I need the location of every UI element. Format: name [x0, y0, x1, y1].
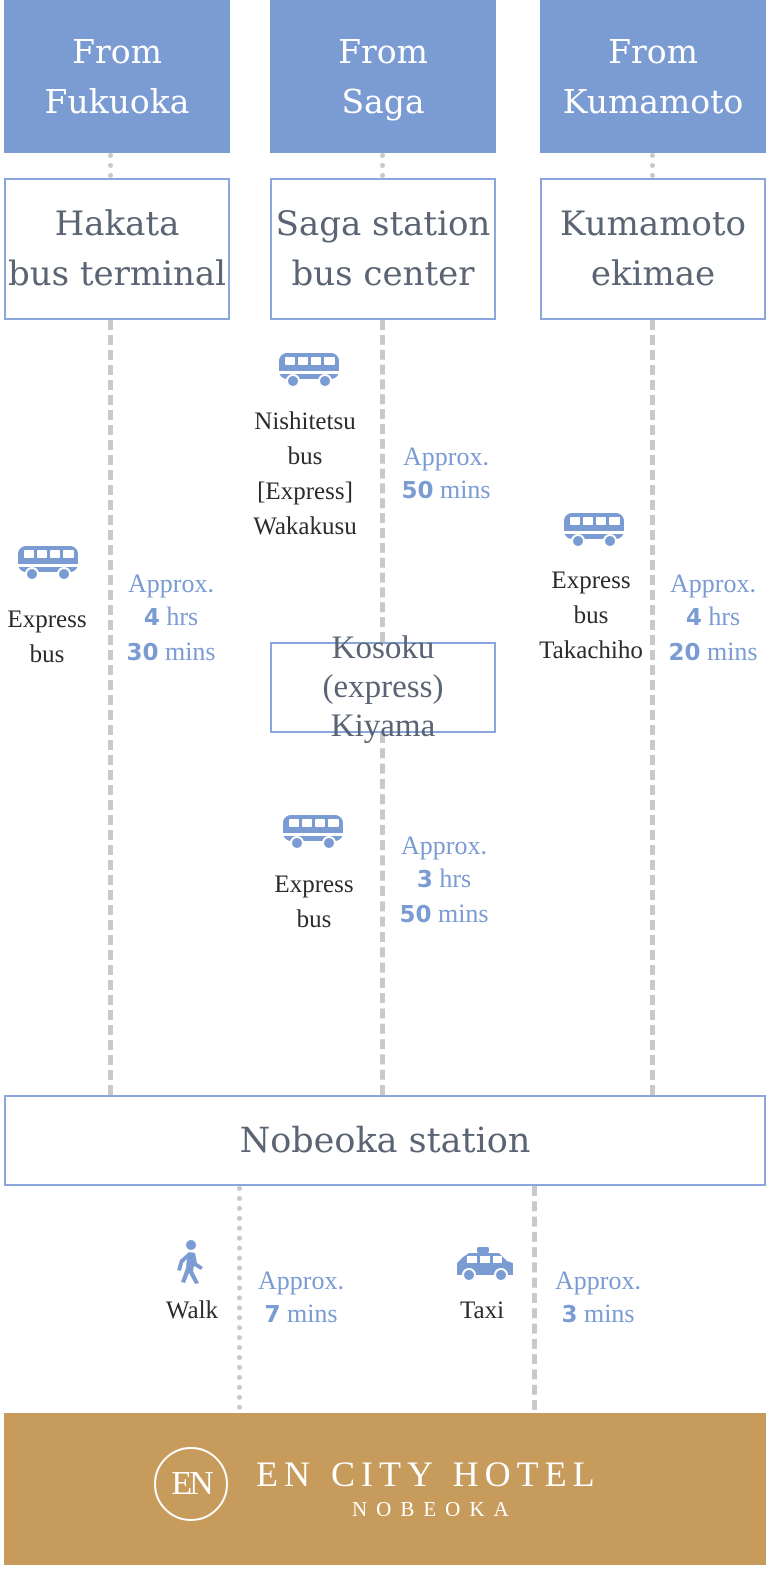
- connector-line: [108, 153, 113, 178]
- mode-label-walk: Walk: [150, 1293, 234, 1328]
- mode-line: [Express]: [257, 478, 353, 505]
- time-number: 50: [401, 478, 434, 504]
- connector-line: [650, 153, 655, 178]
- hotel-brand-name: EN CITY HOTEL: [256, 1454, 601, 1494]
- hotel-logo-mark: EN: [154, 1447, 228, 1521]
- time-unit: mins: [706, 637, 758, 666]
- station-line2: ekimae: [590, 254, 716, 294]
- time-number: 7: [264, 1302, 281, 1328]
- travel-time-saga-leg1: Approx. 50 mins: [393, 440, 499, 508]
- time-unit: mins: [439, 475, 491, 504]
- bus-icon: [280, 812, 346, 852]
- logo-mark-text: EN: [171, 1465, 213, 1502]
- station-line2: bus center: [291, 254, 475, 294]
- station-hakata-bus-terminal: Hakata bus terminal: [4, 178, 230, 320]
- header-line1: From: [72, 31, 162, 71]
- time-number: 3: [561, 1302, 578, 1328]
- station-kumamoto-ekimae: Kumamoto ekimae: [540, 178, 766, 320]
- mode-line: bus: [296, 906, 332, 933]
- footer-banner: EN EN CITY HOTEL NOBEOKA: [4, 1413, 766, 1565]
- time-unit: hrs: [708, 602, 741, 631]
- approx-label: Approx.: [555, 1266, 641, 1295]
- header-line2: Saga: [341, 81, 425, 121]
- mode-label-saga-leg1: Nishitetsu bus [Express] Wakakusu: [236, 404, 374, 544]
- mode-line: bus: [287, 443, 323, 470]
- header-line2: Fukuoka: [44, 81, 190, 121]
- station-kosoku-kiyama: Kosoku (express) Kiyama: [270, 630, 496, 744]
- travel-time-saga-leg2: Approx. 3 hrs 50 mins: [390, 829, 498, 932]
- mode-line: bus: [29, 641, 65, 668]
- travel-time-kumamoto: Approx. 4 hrs 20 mins: [660, 567, 766, 670]
- travel-time-walk: Approx. 7 mins: [248, 1264, 354, 1332]
- time-unit: mins: [583, 1299, 635, 1328]
- walk-icon: [170, 1238, 210, 1286]
- station-saga-bus-center: Saga station bus center: [270, 178, 496, 320]
- mode-line: Nishitetsu: [254, 408, 356, 435]
- header-line2: Kumamoto: [562, 81, 744, 121]
- route-line-saga-2: [380, 733, 385, 1095]
- header-from-saga: From Saga: [270, 0, 496, 153]
- route-line-kumamoto: [650, 320, 655, 1095]
- station-line2: bus terminal: [7, 254, 227, 294]
- time-number: 50: [399, 902, 432, 928]
- mode-line: Taxi: [459, 1297, 505, 1324]
- route-line-taxi: [532, 1186, 537, 1410]
- station-line1: Kumamoto: [560, 204, 746, 244]
- time-unit: hrs: [166, 602, 199, 631]
- time-unit: mins: [437, 899, 489, 928]
- station-line1: Kosoku (express): [322, 630, 444, 705]
- approx-label: Approx.: [403, 442, 489, 471]
- time-number: 4: [685, 605, 702, 631]
- time-unit: mins: [286, 1299, 338, 1328]
- station-line2: Kiyama: [330, 708, 436, 744]
- header-from-fukuoka: From Fukuoka: [4, 0, 230, 153]
- station-line1: Saga station: [275, 204, 491, 244]
- bus-icon: [561, 510, 627, 550]
- travel-time-fukuoka: Approx. 4 hrs 30 mins: [118, 567, 224, 670]
- route-line-saga-1: [380, 320, 385, 642]
- header-line1: From: [608, 31, 698, 71]
- station-line1: Hakata: [54, 204, 180, 244]
- time-unit: mins: [164, 637, 216, 666]
- header-line1: From: [338, 31, 428, 71]
- time-number: 20: [668, 640, 701, 666]
- mode-line: Takachiho: [539, 637, 643, 664]
- station-label: Nobeoka station: [239, 1120, 531, 1161]
- mode-label-saga-leg2: Express bus: [260, 867, 368, 937]
- taxi-icon: [452, 1244, 518, 1284]
- station-nobeoka: Nobeoka station: [4, 1095, 766, 1186]
- bus-icon: [276, 350, 342, 390]
- connector-line: [380, 153, 385, 178]
- time-unit: hrs: [439, 864, 472, 893]
- time-number: 4: [143, 605, 160, 631]
- mode-line: Walk: [165, 1297, 219, 1324]
- route-line-fukuoka: [108, 320, 113, 1095]
- approx-label: Approx.: [128, 569, 214, 598]
- mode-line: bus: [573, 602, 609, 629]
- route-line-walk: [237, 1186, 242, 1410]
- mode-line: Wakakusu: [253, 513, 357, 540]
- mode-label-fukuoka: Express bus: [0, 602, 94, 672]
- time-number: 30: [126, 640, 159, 666]
- header-from-kumamoto: From Kumamoto: [540, 0, 766, 153]
- bus-icon: [15, 543, 81, 583]
- approx-label: Approx.: [401, 831, 487, 860]
- mode-line: Express: [7, 606, 87, 633]
- travel-time-taxi: Approx. 3 mins: [545, 1264, 651, 1332]
- approx-label: Approx.: [670, 569, 756, 598]
- mode-line: Express: [551, 567, 631, 594]
- mode-line: Express: [274, 871, 354, 898]
- mode-label-taxi: Taxi: [440, 1293, 524, 1328]
- time-number: 3: [416, 867, 433, 893]
- mode-label-kumamoto: Express bus Takachiho: [526, 563, 656, 668]
- approx-label: Approx.: [258, 1266, 344, 1295]
- hotel-brand-location: NOBEOKA: [352, 1497, 518, 1521]
